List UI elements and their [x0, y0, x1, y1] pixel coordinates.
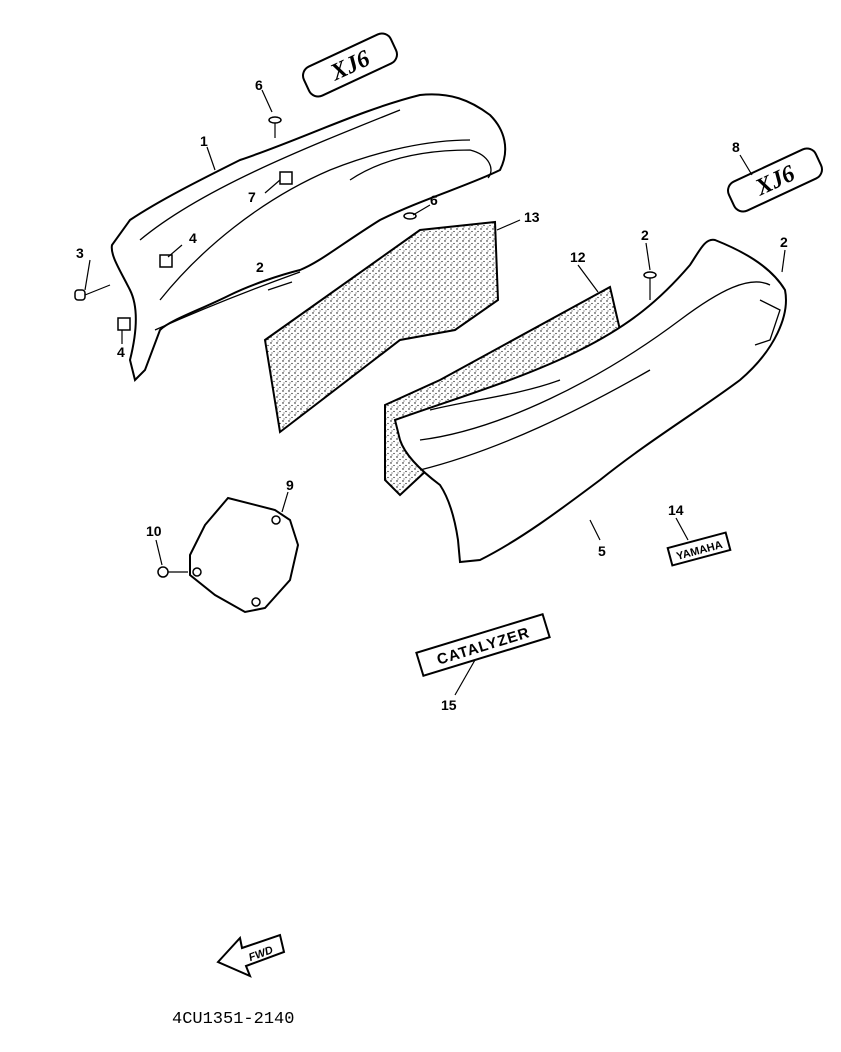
callout-5: 5 [598, 543, 606, 559]
callout-2-left: 2 [256, 259, 264, 275]
leader-lines [84, 89, 786, 696]
callout-1: 1 [200, 133, 208, 149]
drawing-code: 4CU1351-2140 [172, 1010, 294, 1029]
callout-14: 14 [668, 502, 684, 518]
callout-6-mid: 6 [430, 192, 438, 208]
callout-7: 7 [248, 189, 256, 205]
model-emblem-left: XJ6 [302, 32, 398, 98]
callout-2-right: 2 [780, 234, 788, 250]
callout-12: 12 [570, 249, 586, 265]
callout-3: 3 [76, 245, 84, 261]
callout-15: 15 [441, 697, 457, 713]
fwd-arrow-icon: FWD [216, 933, 286, 978]
right-side-cover [393, 238, 787, 564]
callout-10: 10 [146, 523, 162, 539]
callout-9: 9 [286, 477, 294, 493]
callout-13: 13 [524, 209, 540, 225]
screw-10 [157, 566, 188, 578]
nut-4-top [159, 254, 173, 268]
callout-6-top: 6 [255, 77, 263, 93]
callout-4-top: 4 [189, 230, 197, 246]
nut-4-bottom [117, 317, 131, 331]
left-side-cover [110, 93, 507, 382]
callout-8: 8 [732, 139, 740, 155]
nut-7 [279, 171, 293, 185]
catalyzer-emblem: CATALYZER [415, 612, 551, 678]
callout-2-middle: 2 [641, 227, 649, 243]
callout-4-bottom: 4 [117, 344, 125, 360]
screw-3 [74, 284, 111, 301]
grommet-6-top [268, 116, 282, 138]
brand-emblem: YAMAHA [666, 531, 732, 567]
screw-2-right [643, 271, 657, 300]
foam-pad-13 [263, 220, 500, 434]
small-cover-panel [189, 496, 300, 614]
